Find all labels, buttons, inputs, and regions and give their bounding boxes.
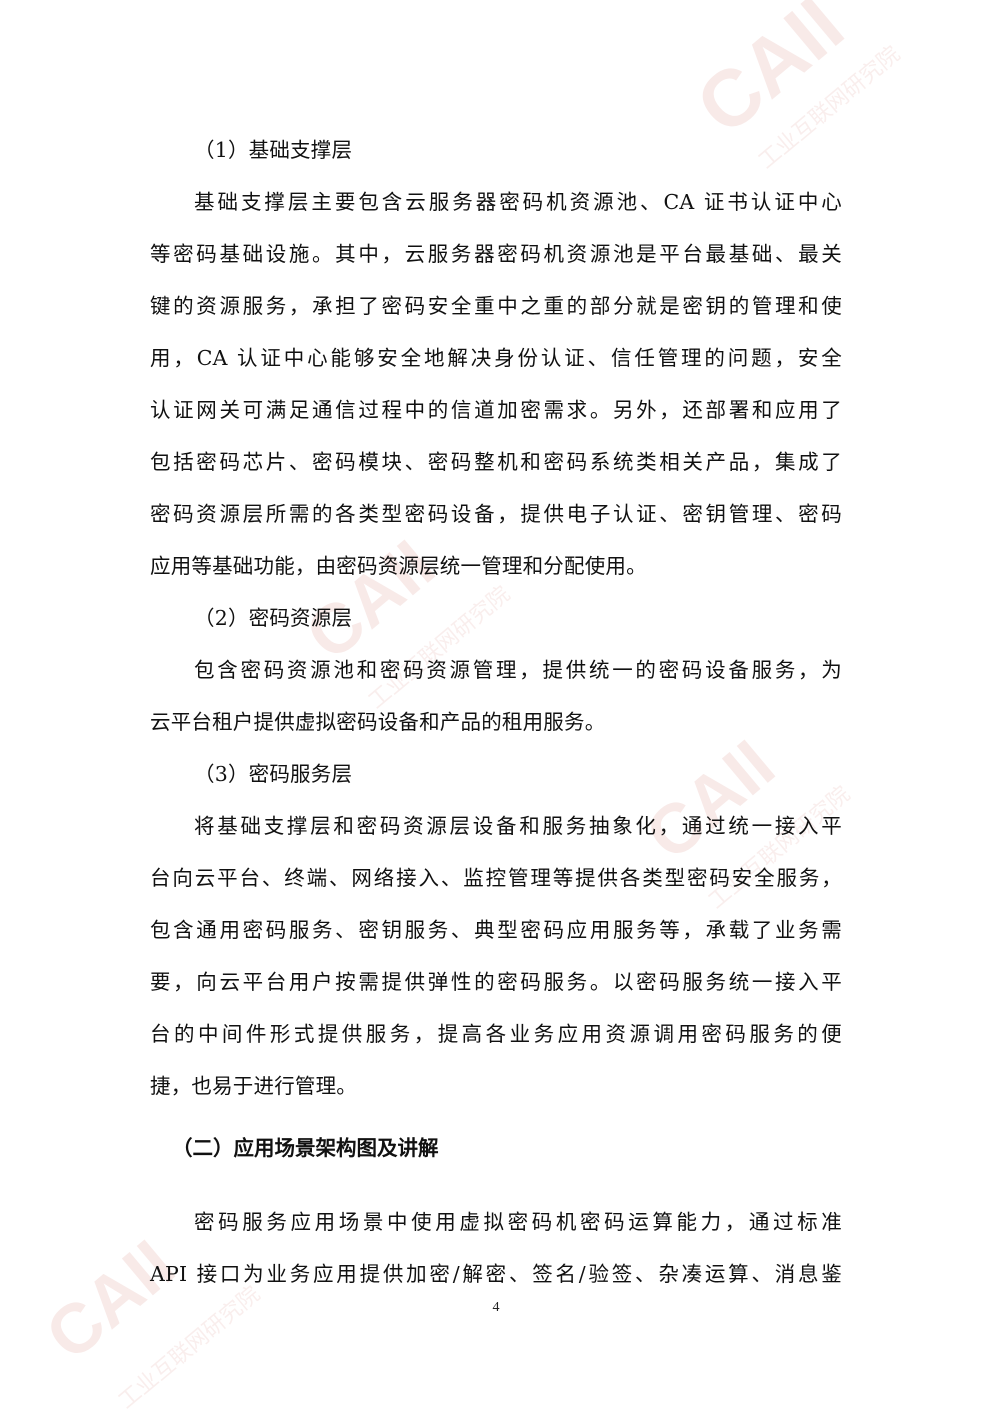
paragraph-line: 等密码基础设施。其中，云服务器密码机资源池是平台最基础、最关 — [150, 242, 842, 266]
paragraph-line: 键的资源服务，承担了密码安全重中之重的部分就是密钥的管理和使 — [150, 294, 842, 318]
paragraph-line: 用，CA 认证中心能够安全地解决身份认证、信任管理的问题，安全 — [150, 346, 842, 370]
paragraph-line: 要，向云平台用户按需提供弹性的密码服务。以密码服务统一接入平 — [150, 970, 842, 994]
section-heading-application-architecture: （二）应用场景架构图及讲解 — [172, 1136, 439, 1160]
paragraph-line: 密码服务应用场景中使用虚拟密码机密码运算能力，通过标准 — [194, 1210, 842, 1234]
page-number: 4 — [492, 1300, 500, 1315]
paragraph-line: 基础支撑层主要包含云服务器密码机资源池、CA 证书认证中心 — [194, 190, 842, 214]
subsection-heading-foundation-layer: （1）基础支撑层 — [194, 138, 353, 162]
spacer — [150, 1112, 842, 1122]
paragraph-line: 包含通用密码服务、密钥服务、典型密码应用服务等，承载了业务需 — [150, 918, 842, 942]
paragraph-line: 云平台租户提供虚拟密码设备和产品的租用服务。 — [150, 710, 606, 734]
paragraph-line: 密码资源层所需的各类型密码设备，提供电子认证、密钥管理、密码 — [150, 502, 842, 526]
paragraph-line: API 接口为业务应用提供加密/解密、签名/验签、杂凑运算、消息鉴 — [150, 1262, 842, 1286]
paragraph-line: 台的中间件形式提供服务，提高各业务应用资源调用密码服务的便 — [150, 1022, 842, 1046]
paragraph-line: 台向云平台、终端、网络接入、监控管理等提供各类型密码安全服务， — [150, 866, 842, 890]
body-content: （1）基础支撑层 基础支撑层主要包含云服务器密码机资源池、CA 证书认证中心 等… — [150, 124, 842, 1300]
subsection-heading-crypto-resource-layer: （2）密码资源层 — [194, 606, 353, 630]
subsection-heading-crypto-service-layer: （3）密码服务层 — [194, 762, 353, 786]
paragraph-line: 认证网关可满足通信过程中的信道加密需求。另外，还部署和应用了 — [150, 398, 842, 422]
paragraph-line: 捷，也易于进行管理。 — [150, 1074, 357, 1098]
spacer — [150, 1174, 842, 1196]
paragraph-line: 包括密码芯片、密码模块、密码整机和密码系统类相关产品，集成了 — [150, 450, 842, 474]
paragraph-line: 应用等基础功能，由密码资源层统一管理和分配使用。 — [150, 554, 647, 578]
paragraph-line: 将基础支撑层和密码资源层设备和服务抽象化，通过统一接入平 — [194, 814, 842, 838]
paragraph-line: 包含密码资源池和密码资源管理，提供统一的密码设备服务，为 — [194, 658, 842, 682]
